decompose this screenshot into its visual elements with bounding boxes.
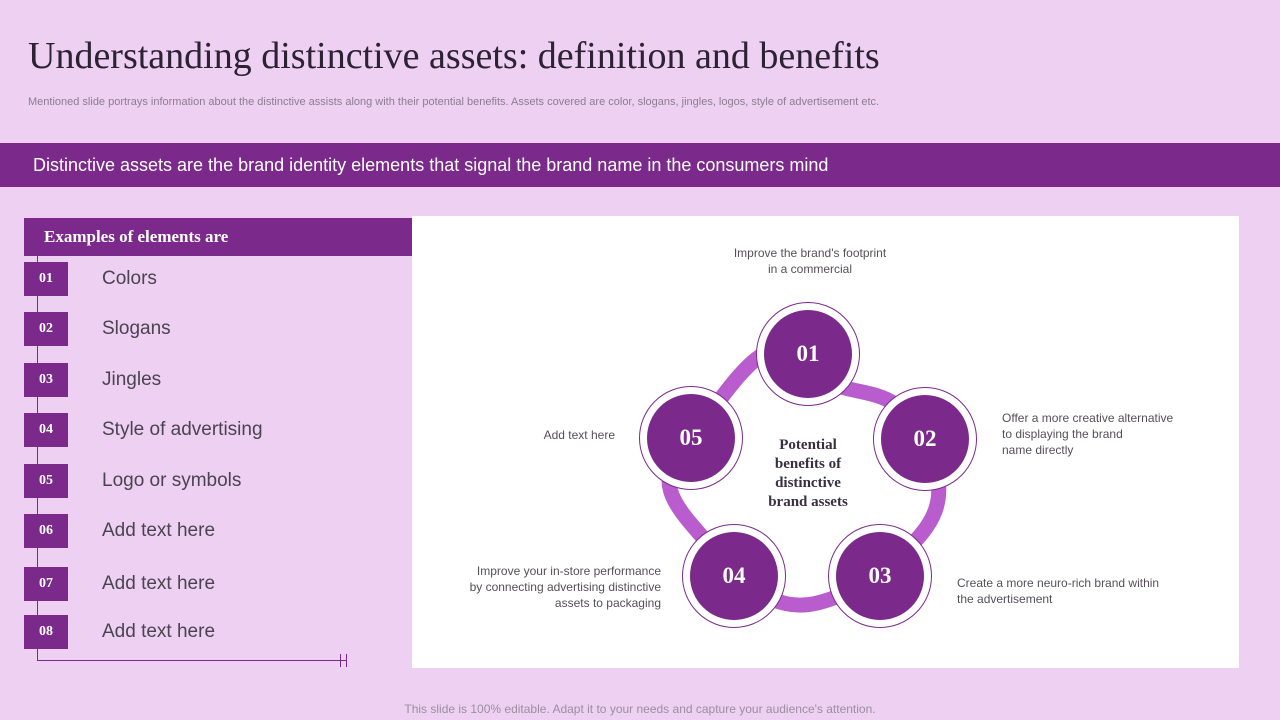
page-subtitle: Mentioned slide portrays information abo…: [28, 96, 880, 108]
element-number: 02: [24, 312, 68, 346]
element-label: Logo or symbols: [102, 470, 242, 491]
benefit-number: 01: [764, 310, 852, 398]
element-number: 08: [24, 615, 68, 649]
element-label: Add text here: [102, 573, 216, 594]
connector-end-tick: [340, 654, 341, 667]
definition-banner: Distinctive assets are the brand identit…: [0, 143, 1280, 187]
benefit-number: 05: [647, 394, 735, 482]
connector-end-tick: [346, 654, 347, 667]
element-label: Style of advertising: [102, 419, 263, 440]
page-title: Understanding distinctive assets: defini…: [28, 35, 880, 77]
benefit-text: Improve the brand's footprint in a comme…: [733, 246, 887, 276]
benefit-number: 03: [836, 532, 924, 620]
element-number: 03: [24, 363, 68, 397]
benefit-text: Create a more neuro-rich brand within th…: [957, 576, 1160, 606]
footer-note: This slide is 100% editable. Adapt it to…: [404, 702, 876, 716]
element-number: 01: [24, 262, 68, 296]
element-number: 04: [24, 413, 68, 447]
benefit-text: Add text here: [543, 428, 615, 442]
elements-connector-horizontal: [37, 660, 347, 661]
element-number: 07: [24, 567, 68, 601]
elements-header-text: Examples of elements are: [44, 227, 229, 246]
definition-text: Distinctive assets are the brand identit…: [33, 155, 829, 175]
elements-connector-vertical: [37, 256, 38, 661]
benefits-panel: 01 02 03 04 05 Potential benefits of dis…: [412, 216, 1239, 668]
element-label: Jingles: [102, 369, 162, 390]
element-label: Slogans: [102, 318, 171, 339]
element-number: 06: [24, 514, 68, 548]
element-label: Add text here: [102, 520, 216, 541]
benefit-text: Offer a more creative alternative to dis…: [1002, 411, 1174, 457]
elements-header: Examples of elements are: [24, 218, 412, 256]
benefits-center-text: Potential benefits of distinctive brand …: [768, 437, 848, 510]
element-label: Colors: [102, 268, 157, 289]
element-number: 05: [24, 464, 68, 498]
element-label: Add text here: [102, 621, 216, 642]
benefit-number: 04: [690, 532, 778, 620]
benefit-number: 02: [881, 395, 969, 483]
benefit-text: Improve your in-store performance by con…: [469, 564, 661, 610]
